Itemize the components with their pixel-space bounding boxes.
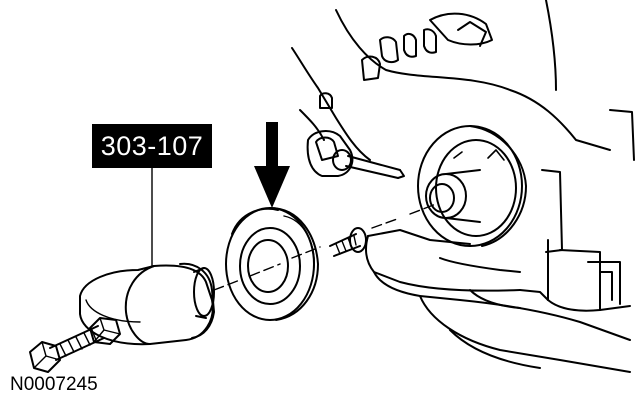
seal-installer-tool bbox=[29, 167, 215, 373]
crankshaft-front-seal bbox=[225, 207, 319, 321]
tool-number-label: 303-107 bbox=[92, 124, 212, 168]
engine-block bbox=[291, 0, 635, 373]
crankshaft-pulley bbox=[417, 125, 527, 247]
install-direction-arrow bbox=[254, 122, 290, 208]
figure-id: N0007245 bbox=[10, 374, 98, 395]
crank-stud bbox=[329, 227, 367, 257]
alignment-centerline bbox=[213, 203, 437, 291]
mount-bracket bbox=[306, 130, 405, 179]
